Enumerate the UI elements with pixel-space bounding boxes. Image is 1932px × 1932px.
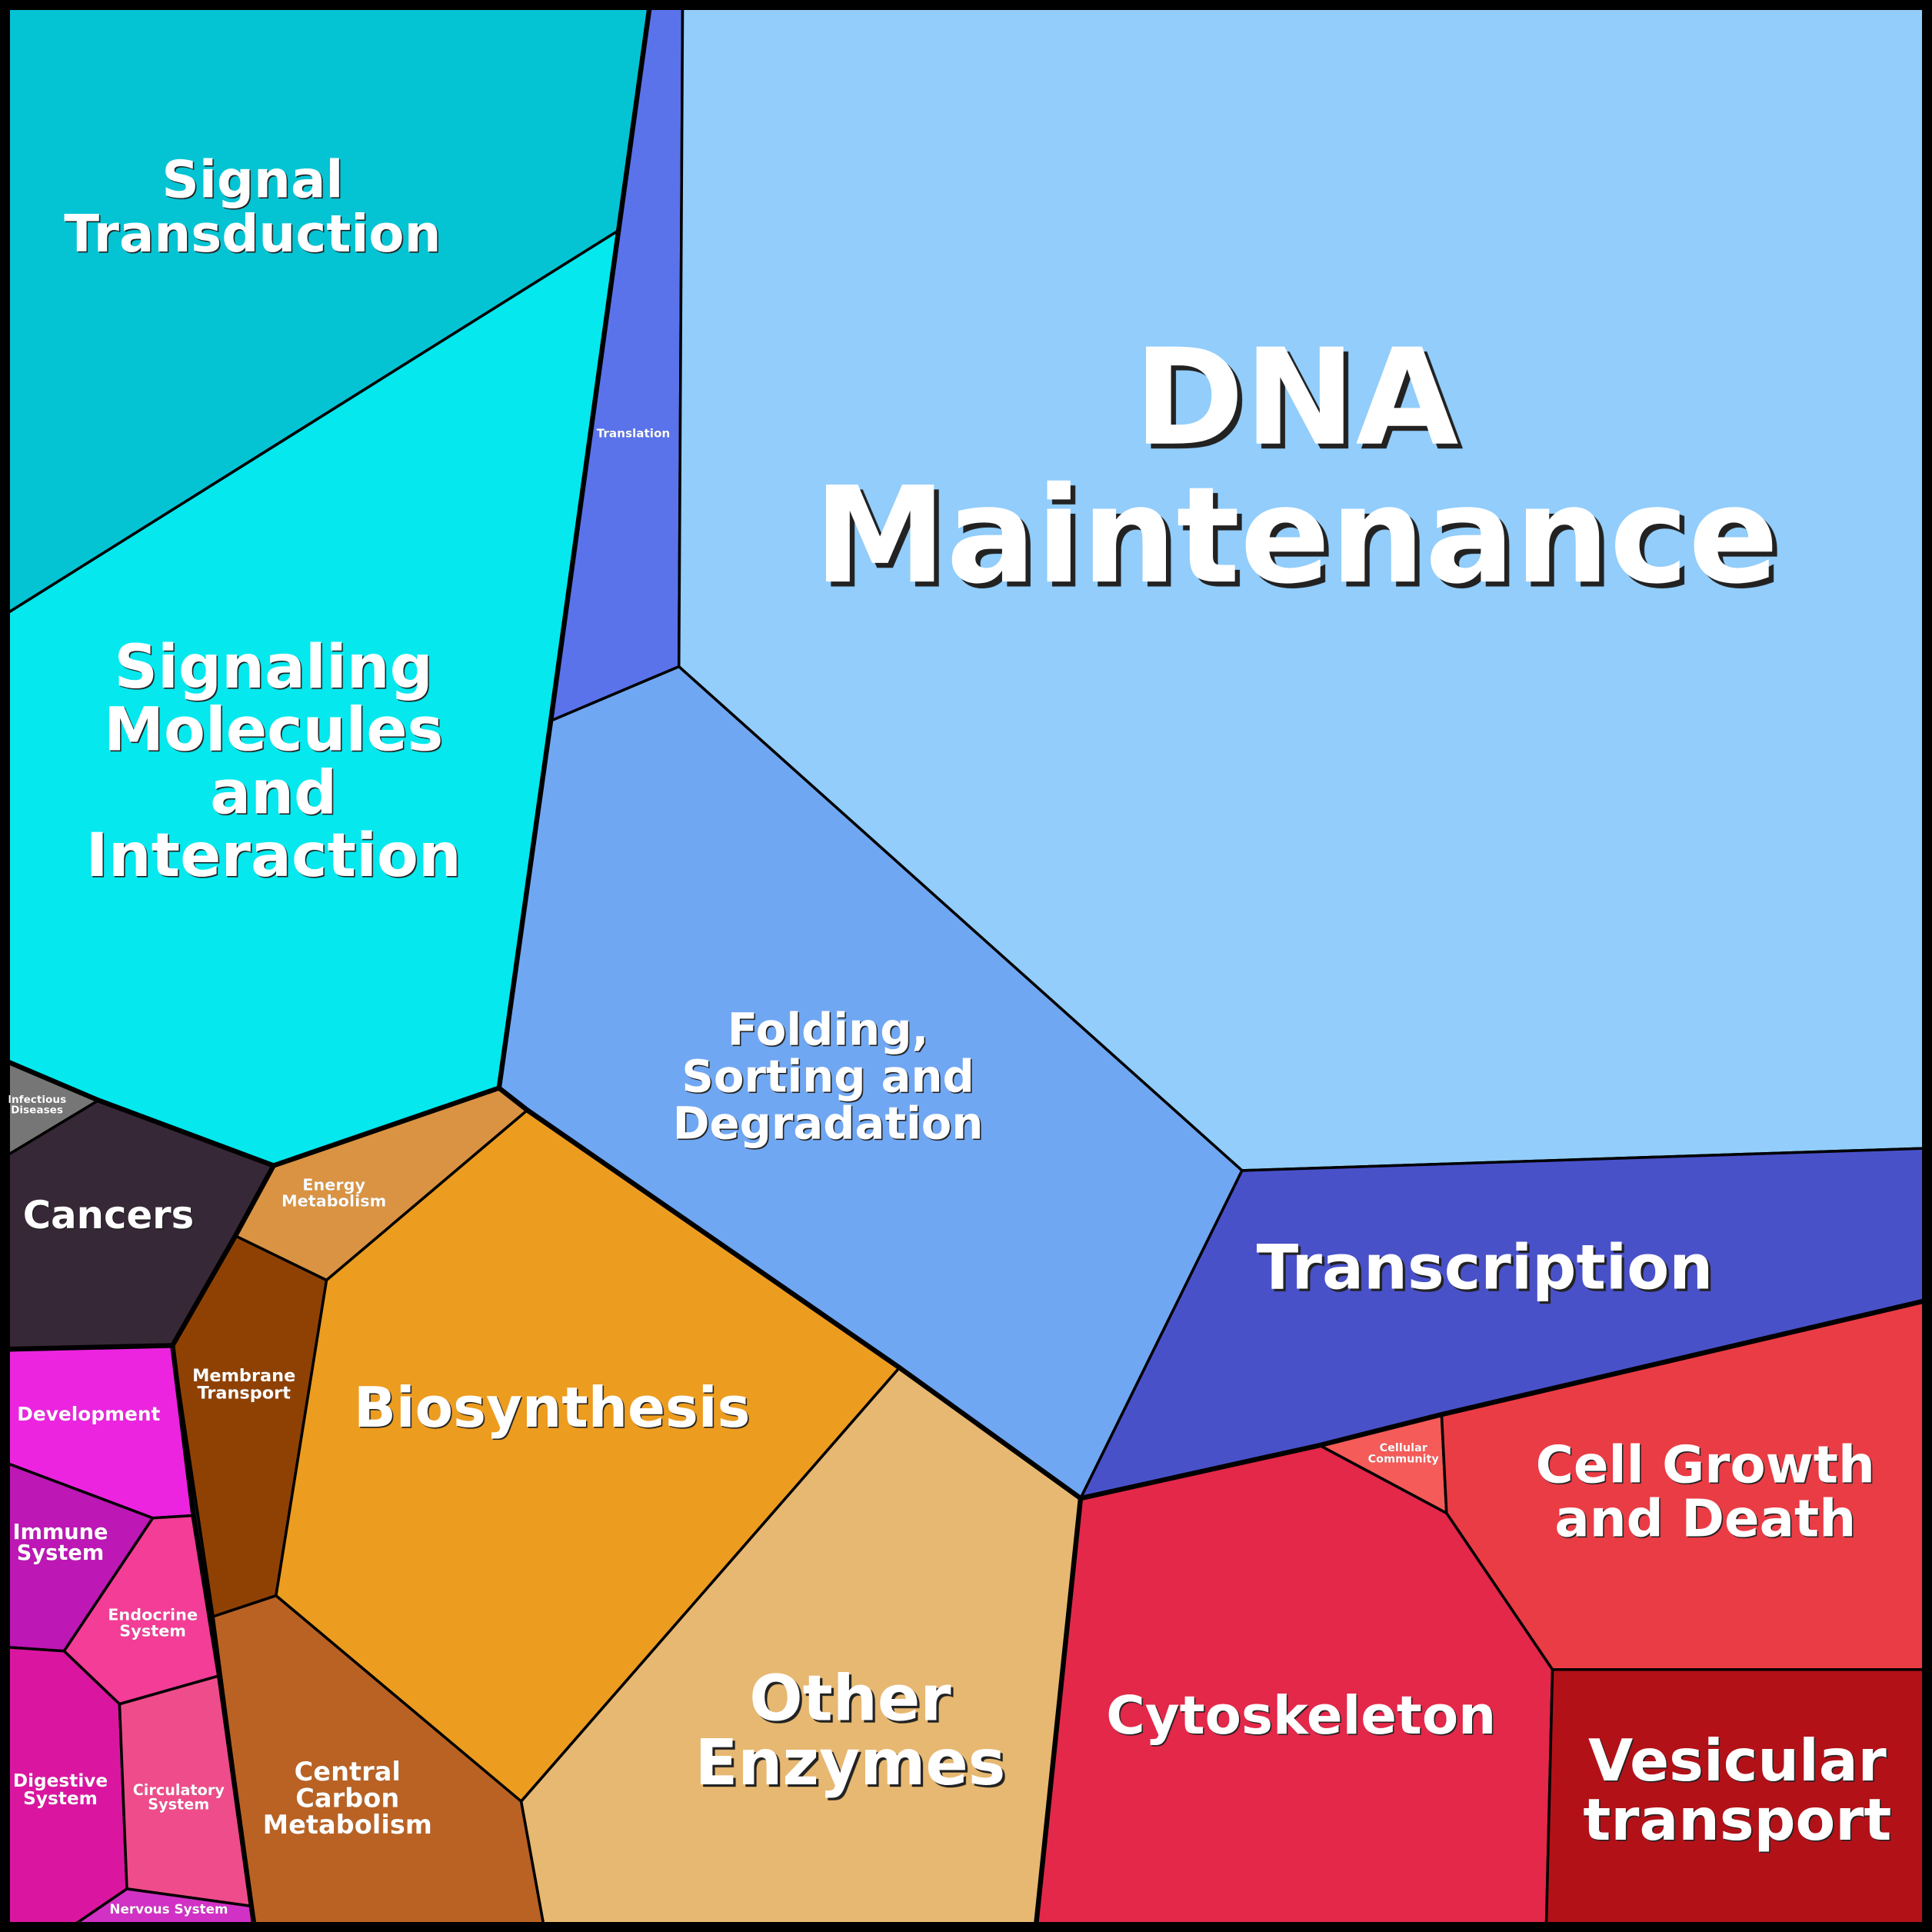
label-line: Cytoskeleton bbox=[1106, 1685, 1496, 1747]
label-line: Biosynthesis bbox=[354, 1376, 751, 1441]
label-line: Interaction bbox=[85, 820, 461, 891]
label-line: Digestive bbox=[13, 1770, 108, 1791]
label-line: Circulatory bbox=[133, 1781, 225, 1799]
label-line: Nervous System bbox=[109, 1901, 228, 1917]
label-line: Central bbox=[295, 1757, 401, 1787]
label-transcription: Transcription bbox=[1257, 1232, 1714, 1304]
label-line: Molecules bbox=[104, 695, 444, 765]
label-line: Sorting and bbox=[681, 1050, 974, 1102]
label-line: Carbon bbox=[295, 1783, 399, 1813]
label-line: Transport bbox=[197, 1383, 291, 1403]
group-border bbox=[170, 1345, 257, 1924]
label-cancers: Cancers bbox=[23, 1193, 194, 1237]
group-border bbox=[8, 1164, 276, 1352]
label-line: Cancers bbox=[23, 1193, 194, 1237]
label-line: Cell Growth bbox=[1536, 1434, 1875, 1494]
label-line: Membrane bbox=[192, 1366, 295, 1386]
label-line: Metabolism bbox=[281, 1191, 386, 1210]
label-line: Metabolism bbox=[263, 1810, 432, 1840]
label-line: Infectious bbox=[8, 1094, 66, 1106]
label-line: Other bbox=[749, 1662, 951, 1735]
label-line: System bbox=[17, 1541, 104, 1565]
label-line: DNA bbox=[1134, 320, 1458, 475]
label-line: Vesicular bbox=[1588, 1727, 1887, 1794]
label-line: Signaling bbox=[114, 631, 432, 702]
label-line: Maintenance bbox=[814, 458, 1778, 613]
label-line: Cellular bbox=[1380, 1442, 1428, 1454]
label-line: Degradation bbox=[673, 1097, 984, 1149]
label-line: Immune bbox=[12, 1521, 108, 1544]
group-border bbox=[497, 1086, 1082, 1501]
group-border bbox=[1034, 1497, 1084, 1924]
label-line: Energy bbox=[302, 1176, 365, 1194]
label-line: Signal bbox=[162, 149, 343, 209]
label-line: Translation bbox=[597, 427, 671, 441]
label-line: and bbox=[210, 757, 337, 828]
label-line: Transduction bbox=[64, 204, 441, 264]
label-line: Development bbox=[17, 1403, 160, 1425]
label-line: Community bbox=[1368, 1454, 1440, 1466]
label-line: System bbox=[23, 1788, 98, 1809]
label-line: System bbox=[148, 1796, 209, 1814]
label-translation: Translation bbox=[597, 427, 671, 441]
label-line: Folding, bbox=[728, 1004, 929, 1056]
label-line: Enzymes bbox=[695, 1727, 1005, 1800]
label-development: Development bbox=[17, 1403, 160, 1425]
label-nervous-system: Nervous System bbox=[109, 1901, 228, 1917]
label-line: transport bbox=[1583, 1786, 1891, 1854]
label-line: System bbox=[119, 1622, 186, 1641]
label-line: Diseases bbox=[11, 1104, 63, 1116]
label-line: Transcription bbox=[1257, 1232, 1714, 1304]
label-line: and Death bbox=[1554, 1489, 1856, 1549]
group-border bbox=[1080, 1298, 1924, 1501]
label-biosynthesis: Biosynthesis bbox=[354, 1376, 751, 1441]
label-cytoskeleton: Cytoskeleton bbox=[1106, 1685, 1496, 1747]
label-line: Endocrine bbox=[108, 1606, 198, 1624]
